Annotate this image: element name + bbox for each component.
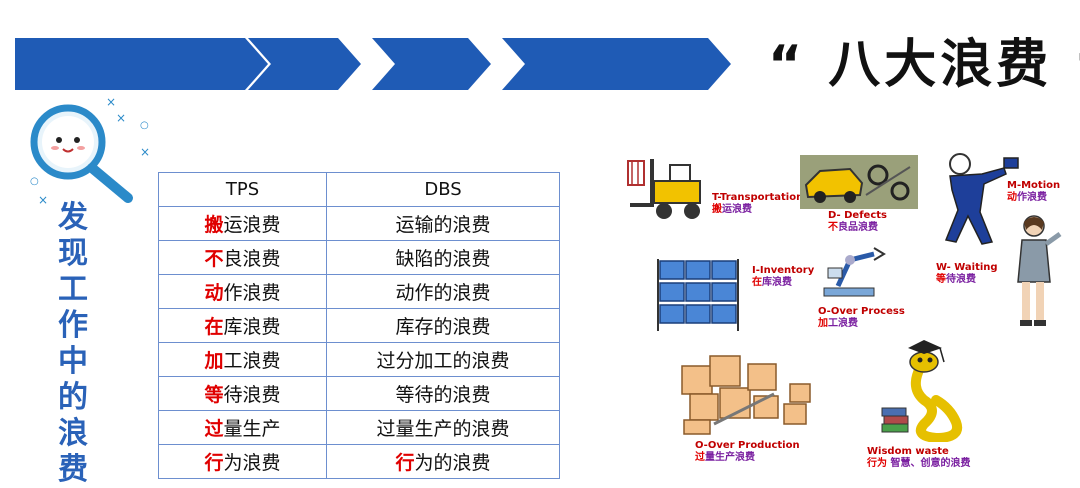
dbs-cell: 行为的浪费	[326, 444, 560, 479]
dbs-cell: 过分加工的浪费	[326, 342, 560, 377]
svg-text:×: ×	[140, 145, 150, 159]
tps-cell: 在库浪费	[158, 308, 327, 343]
waste-label-inventory: I-Inventory 在库浪费	[752, 265, 815, 288]
table-row: 搬运浪费 运输的浪费	[158, 206, 560, 241]
snake-graduate-icon	[881, 340, 962, 442]
tps-cell: 行为浪费	[158, 444, 327, 479]
svg-text:○: ○	[140, 120, 149, 131]
banner-chevron-2	[372, 38, 491, 90]
boxes-icon	[681, 355, 811, 435]
table-row: 加工浪费 过分加工的浪费	[158, 342, 560, 377]
waste-label-production: O-Over Production 过量生产浪费	[695, 440, 800, 463]
tps-cell: 加工浪费	[158, 342, 327, 377]
tps-cell: 等待浪费	[158, 376, 327, 411]
waste-table: TPS DBS 搬运浪费 运输的浪费 不良浪费 缺陷的浪费 动作浪费 动作的浪费…	[158, 172, 560, 479]
table-row: 过量生产 过量生产的浪费	[158, 410, 560, 445]
robot-arm-icon	[823, 247, 886, 297]
table-row: 行为浪费 行为的浪费	[158, 444, 560, 479]
waste-label-motion: M-Motion 动作浪费	[1007, 180, 1061, 203]
tps-cell: 搬运浪费	[158, 206, 327, 241]
tps-cell: 过量生产	[158, 410, 327, 445]
table-row: 在库浪费 库存的浪费	[158, 308, 560, 343]
header-banner	[15, 38, 731, 90]
dbs-cell: 缺陷的浪费	[326, 240, 560, 275]
waiting-woman-icon	[1017, 215, 1062, 326]
banner-chevron-3	[502, 38, 731, 90]
waste-label-process: O-Over Process 加工浪费	[818, 306, 905, 329]
svg-text:○: ○	[30, 176, 39, 187]
table-header-row: TPS DBS	[158, 172, 560, 207]
dbs-cell: 库存的浪费	[326, 308, 560, 343]
inventory-rack-icon	[657, 259, 739, 331]
dbs-cell: 等待的浪费	[326, 376, 560, 411]
dbs-cell: 动作的浪费	[326, 274, 560, 309]
banner-bar	[15, 38, 268, 90]
crashed-car-icon	[800, 155, 918, 209]
side-heading: 发 现 工 作 中 的 浪 费	[58, 200, 88, 487]
waste-label-defects: D- Defects 不良品浪费	[828, 210, 887, 233]
banner-chevron-1	[248, 38, 361, 90]
tps-cell: 动作浪费	[158, 274, 327, 309]
magnifier-icon: × ○ × × ○ ×	[30, 95, 150, 207]
forklift-icon	[627, 159, 701, 219]
worker-motion-icon	[944, 153, 1019, 245]
page-title: “ 八大浪费 “	[768, 35, 1080, 95]
waste-label-transport: T-Transportation 搬运浪费	[712, 192, 804, 215]
table-row: 等待浪费 等待的浪费	[158, 376, 560, 411]
dbs-cell: 过量生产的浪费	[326, 410, 560, 445]
waste-label-wisdom: Wisdom waste 行为 智慧、创意的浪费	[867, 446, 971, 469]
header-tps: TPS	[158, 172, 327, 207]
svg-text:×: ×	[38, 193, 48, 207]
svg-text:×: ×	[116, 111, 126, 125]
header-dbs: DBS	[326, 172, 560, 207]
table-row: 不良浪费 缺陷的浪费	[158, 240, 560, 275]
table-row: 动作浪费 动作的浪费	[158, 274, 560, 309]
svg-text:×: ×	[106, 95, 116, 109]
tps-cell: 不良浪费	[158, 240, 327, 275]
waste-label-waiting: W- Waiting 等待浪费	[936, 262, 998, 285]
dbs-cell: 运输的浪费	[326, 206, 560, 241]
